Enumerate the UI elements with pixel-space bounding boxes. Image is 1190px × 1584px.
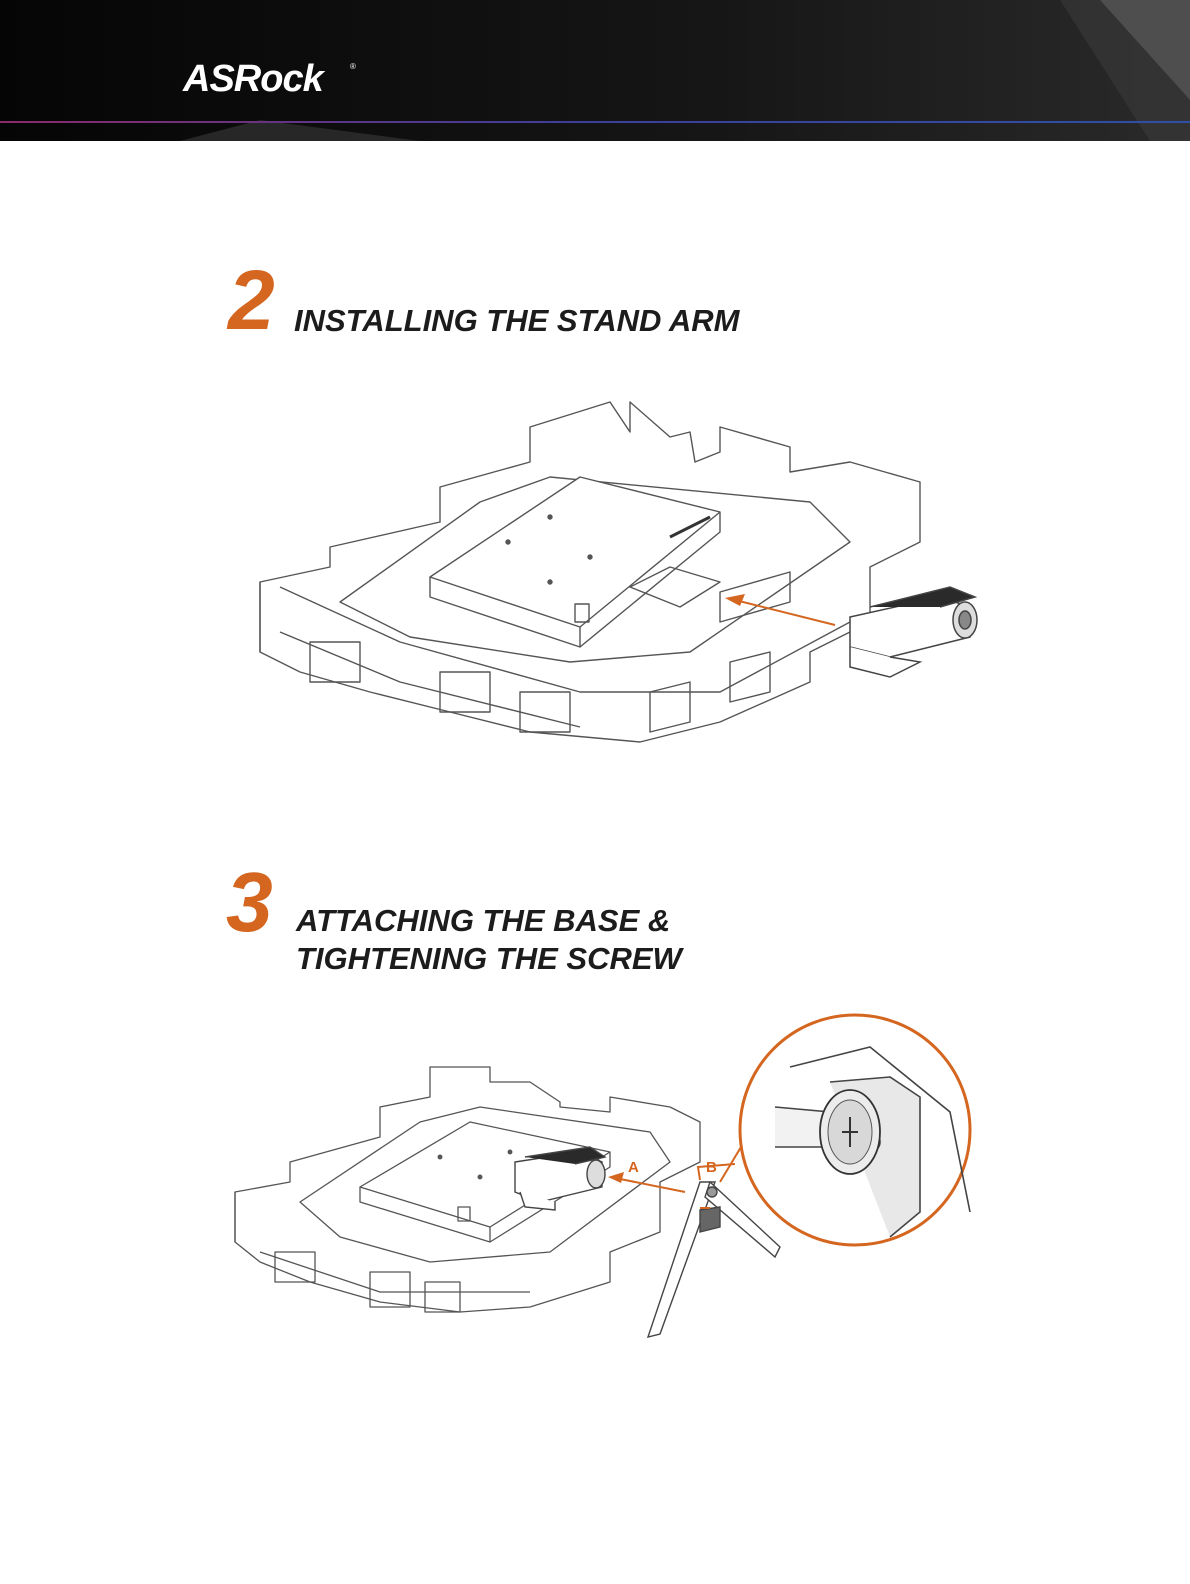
stand-arm-illustration — [250, 392, 1010, 752]
callout-a-label: A — [628, 1159, 639, 1176]
step-2-number: 2 — [228, 258, 275, 342]
step-3-title-line-1: ATTACHING THE BASE & — [296, 902, 670, 940]
step-3-title-line-2: TIGHTENING THE SCREW — [296, 940, 682, 978]
brand-logo: ASRock — [183, 60, 323, 98]
stand-arm-icon — [850, 587, 977, 677]
callout-b-label: B — [706, 1159, 717, 1176]
screw-head-icon — [820, 1090, 880, 1174]
base-plate-icon — [648, 1182, 780, 1337]
step-3-number: 3 — [226, 860, 273, 944]
insert-arrow-icon — [725, 594, 835, 625]
registered-mark-icon: ® — [350, 62, 356, 71]
base-screw-illustration: A B — [230, 1012, 990, 1352]
header-band: ASRock ® — [0, 0, 1190, 141]
magnified-screw-detail — [740, 1015, 970, 1245]
step-2-title: INSTALLING THE STAND ARM — [294, 302, 739, 340]
stand-arm-icon — [515, 1147, 605, 1210]
header-background — [0, 0, 1190, 141]
